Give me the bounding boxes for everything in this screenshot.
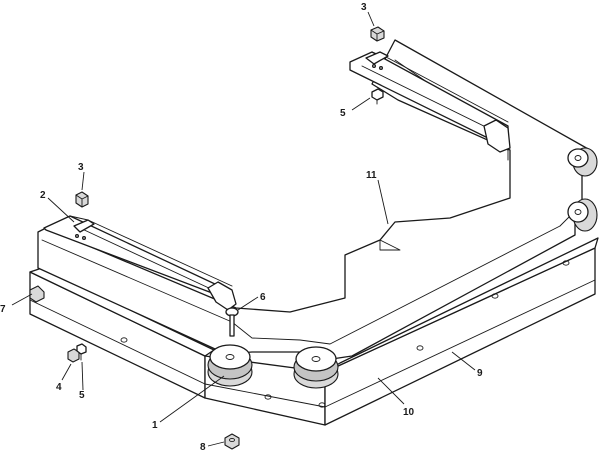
callout-3-upper: 3 xyxy=(361,2,367,13)
callout-7: 7 xyxy=(0,304,6,315)
callout-2: 2 xyxy=(40,190,46,201)
clip-nut-left xyxy=(75,191,89,208)
callout-3-left: 3 xyxy=(78,162,84,173)
hitch-pin xyxy=(225,307,239,337)
screws-lower xyxy=(67,343,87,363)
right-mounting-bracket xyxy=(349,51,511,153)
callout-4: 4 xyxy=(56,382,62,393)
hex-nut xyxy=(224,433,240,450)
leader-lines xyxy=(11,11,476,447)
callout-10: 10 xyxy=(403,407,415,418)
callout-8: 8 xyxy=(200,442,206,451)
callout-5-upper: 5 xyxy=(340,108,346,119)
callout-6: 6 xyxy=(260,292,266,303)
clip-nut-upper xyxy=(370,26,385,42)
side-knob xyxy=(29,285,45,303)
callout-9: 9 xyxy=(477,368,483,379)
rollers xyxy=(207,147,598,389)
screw-upper xyxy=(371,88,384,105)
callout-11: 11 xyxy=(366,170,377,181)
callout-labels: 1 2 3 3 4 5 5 6 7 8 9 10 11 xyxy=(0,2,483,451)
callout-1: 1 xyxy=(152,420,158,431)
left-mounting-bracket xyxy=(43,215,237,311)
callout-5-lower: 5 xyxy=(79,390,85,401)
